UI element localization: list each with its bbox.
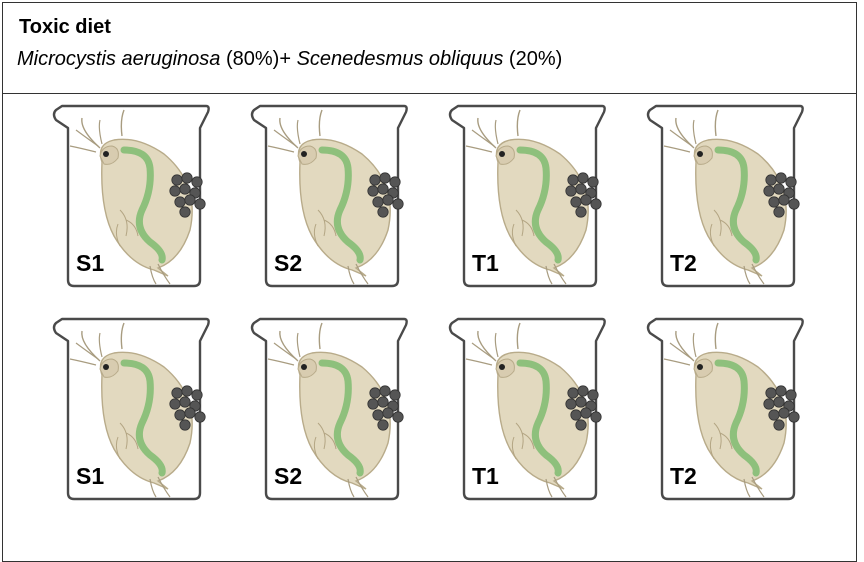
beaker-label: S1 <box>76 250 104 277</box>
beaker-2-4: T2 <box>634 313 804 503</box>
species-2-percent: (20%) <box>503 48 562 70</box>
species-2-name: Scenedesmus obliquus <box>297 48 504 70</box>
beaker-1-1: S1 <box>40 100 210 290</box>
diet-title: Toxic diet <box>19 16 111 39</box>
beaker-1-4: T2 <box>634 100 804 290</box>
beaker-1-2: S2 <box>238 100 408 290</box>
beaker-2-2: S2 <box>238 313 408 503</box>
beaker-label: T1 <box>472 250 499 277</box>
beaker-label: T2 <box>670 463 697 490</box>
beaker-label: T1 <box>472 463 499 490</box>
diagram-header: Toxic diet Microcystis aeruginosa (80%)+… <box>3 3 856 94</box>
beaker-2-1: S1 <box>40 313 210 503</box>
beaker-label: S2 <box>274 463 302 490</box>
species-1-name: Microcystis aeruginosa <box>17 48 220 70</box>
beaker-label: S2 <box>274 250 302 277</box>
beaker-1-3: T1 <box>436 100 606 290</box>
species-1-percent: (80%)+ <box>220 48 296 70</box>
beaker-label: T2 <box>670 250 697 277</box>
diet-composition: Microcystis aeruginosa (80%)+ Scenedesmu… <box>17 48 562 71</box>
beaker-2-3: T1 <box>436 313 606 503</box>
beaker-label: S1 <box>76 463 104 490</box>
